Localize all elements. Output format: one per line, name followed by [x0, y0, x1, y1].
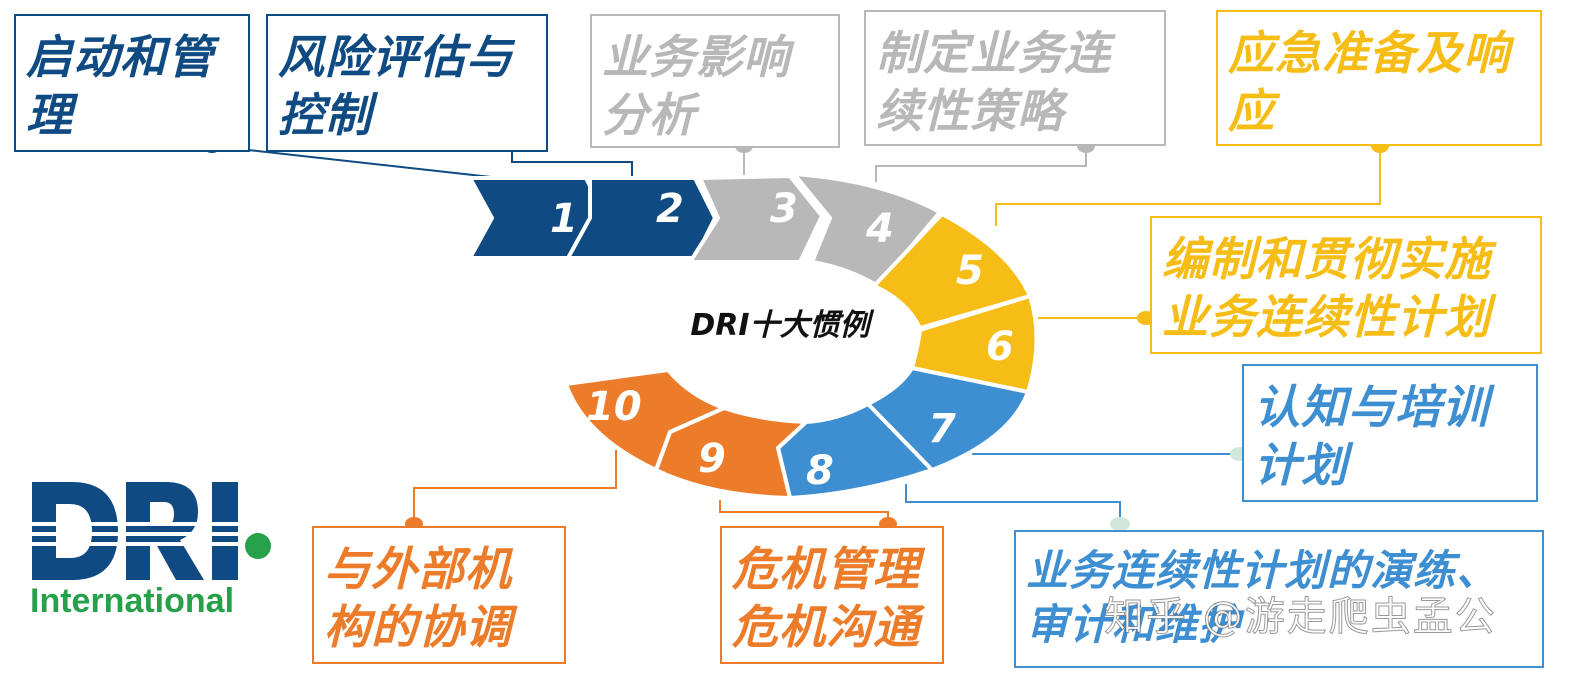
segment-number-4: 4 — [865, 206, 894, 252]
step-box-2: 风险评估与控制 — [266, 14, 548, 152]
segment-number-8: 8 — [806, 448, 834, 494]
segment-number-5: 5 — [956, 248, 984, 294]
step-box-8: 业务连续性计划的演练、审计和维护 — [1014, 530, 1544, 668]
segment-number-7: 7 — [928, 406, 956, 452]
center-label: DRI十大惯例 — [690, 308, 870, 343]
segment-number-10: 10 — [586, 384, 642, 430]
step-label-4: 制定业务连续性策略 — [876, 26, 1111, 138]
segment-number-2: 2 — [656, 186, 684, 232]
step-box-6: 编制和贯彻实施业务连续性计划 — [1150, 216, 1542, 354]
step-box-10: 与外部机构的协调 — [312, 526, 566, 664]
step-label-1: 启动和管理 — [26, 30, 214, 142]
step-box-7: 认知与培训计划 — [1242, 364, 1538, 502]
dri-logo-icon — [14, 482, 271, 580]
connector-5 — [995, 146, 1381, 226]
step-label-9: 危机管理危机沟通 — [732, 542, 920, 654]
connector-8 — [905, 484, 1121, 524]
segment-10 — [564, 368, 726, 472]
segment-number-6: 6 — [986, 324, 1014, 370]
connector-1 — [211, 145, 501, 179]
step-box-3: 业务影响分析 — [590, 14, 840, 148]
connector-4 — [875, 146, 1087, 182]
segment-2 — [566, 176, 717, 260]
segment-number-9: 9 — [698, 436, 726, 482]
segment-3 — [688, 174, 824, 264]
segment-number-1: 1 — [550, 196, 578, 242]
step-box-4: 制定业务连续性策略 — [864, 10, 1166, 146]
logo-text: International — [30, 582, 235, 620]
step-label-7: 认知与培训计划 — [1254, 380, 1489, 492]
step-label-10: 与外部机构的协调 — [324, 542, 512, 654]
step-box-5: 应急准备及响应 — [1216, 10, 1542, 146]
step-label-6: 编制和贯彻实施业务连续性计划 — [1162, 232, 1491, 344]
step-label-8: 业务连续性计划的演练、审计和维护 — [1026, 546, 1500, 649]
watermark: 知乎 @游走爬虫孟公 — [1104, 594, 1497, 641]
segment-number-3: 3 — [770, 186, 798, 232]
step-label-5: 应急准备及响应 — [1228, 26, 1510, 138]
connector-dot-8 — [1110, 517, 1130, 531]
step-label-2: 风险评估与控制 — [278, 30, 513, 142]
step-label-3: 业务影响分析 — [602, 30, 790, 142]
segment-4 — [792, 172, 942, 288]
connector-2 — [511, 142, 633, 178]
connector-9 — [719, 500, 889, 524]
step-box-1: 启动和管理 — [14, 14, 250, 152]
connector-10 — [413, 450, 617, 524]
step-box-9: 危机管理危机沟通 — [720, 526, 944, 664]
